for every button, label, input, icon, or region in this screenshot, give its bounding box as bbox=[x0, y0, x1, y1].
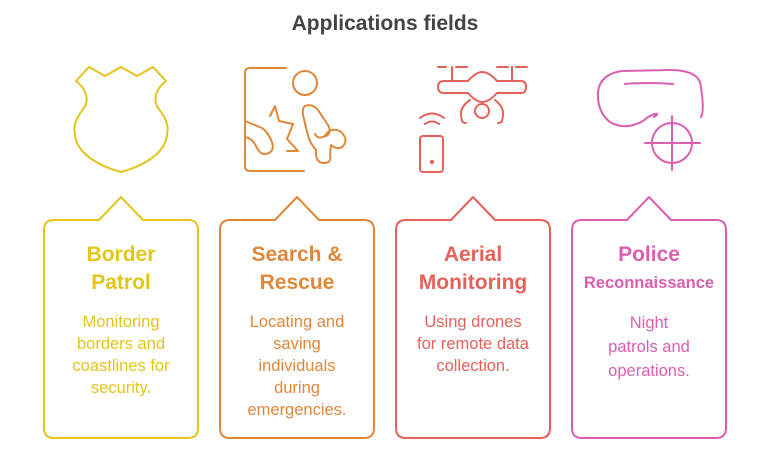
desc-line: for remote data bbox=[417, 335, 529, 353]
card-description: Night patrols and operations. bbox=[572, 311, 726, 383]
desc-line: during bbox=[274, 379, 320, 397]
title-line: Monitoring bbox=[418, 271, 528, 294]
desc-line: Monitoring bbox=[82, 313, 160, 331]
desc-line: security. bbox=[90, 379, 152, 397]
shield-icon bbox=[73, 66, 169, 173]
rescue-icon bbox=[244, 67, 347, 172]
card-description: Locating and saving individuals during emerg… bbox=[220, 311, 374, 421]
diagram-title: Applications fields bbox=[291, 12, 479, 35]
card-description: Using drones for remote data collection. bbox=[396, 311, 550, 377]
title-line: Search & bbox=[251, 243, 343, 266]
desc-line: emergencies. bbox=[247, 401, 347, 419]
desc-line: Locating and bbox=[249, 313, 345, 331]
card-title: Search & Rescue bbox=[220, 241, 374, 297]
title-line: Patrol bbox=[91, 271, 151, 294]
title-line: Border bbox=[86, 243, 156, 266]
card-description: Monitoring borders and coastlines for secur… bbox=[44, 311, 198, 399]
desc-line: patrols and bbox=[608, 338, 690, 356]
desc-line: Using drones bbox=[424, 313, 522, 331]
desc-line: coastlines for bbox=[72, 357, 170, 375]
desc-line: Night bbox=[629, 314, 669, 332]
desc-line: individuals bbox=[258, 357, 336, 375]
title-line: Reconnaissance bbox=[583, 274, 715, 292]
desc-line: collection. bbox=[436, 357, 510, 375]
title-line: Rescue bbox=[259, 271, 335, 294]
desc-line: saving bbox=[273, 335, 321, 353]
title-line: Police bbox=[618, 243, 680, 266]
desc-line: borders and bbox=[76, 335, 166, 353]
title-line: Aerial bbox=[443, 243, 503, 266]
desc-line: operations. bbox=[608, 362, 690, 380]
night-vision-icon bbox=[596, 69, 704, 171]
card-outlines bbox=[43, 196, 727, 439]
drone-icon bbox=[419, 66, 528, 173]
card-search-rescue: Search & Rescue Locating and saving individ… bbox=[220, 222, 374, 436]
